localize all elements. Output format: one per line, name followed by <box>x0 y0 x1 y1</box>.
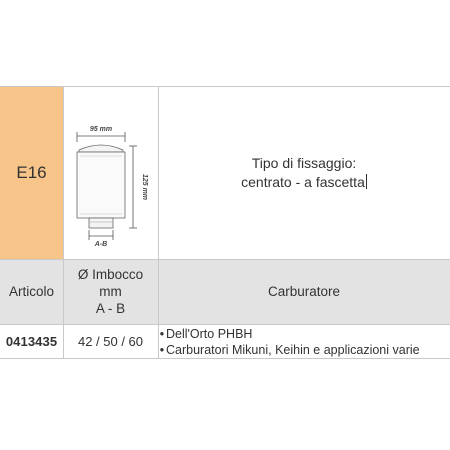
list-item: • Dell'Orto PHBH <box>160 326 420 342</box>
carburetor-list: • Dell'Orto PHBH • Carburatori Mikuni, K… <box>160 326 420 358</box>
header-imbocco-unit: mm <box>99 284 122 299</box>
grid-line <box>158 86 159 359</box>
product-code: E16 <box>16 162 47 182</box>
header-articolo-label: Articolo <box>8 284 54 299</box>
grid-line <box>0 259 450 260</box>
inlet-sizes: 42 / 50 / 60 <box>77 334 144 349</box>
height-label: 125 mm <box>141 174 148 200</box>
filter-neck <box>88 217 114 229</box>
fixing-type-cell: Tipo di fissaggio: centrato - a fascetta <box>158 86 450 259</box>
filter-technical-drawing: 95 mm A-B 125 mm <box>76 126 148 248</box>
filter-body <box>76 151 126 219</box>
header-imbocco-label: Ø Imbocco <box>77 267 144 282</box>
grid-line <box>0 86 450 87</box>
header-imbocco: Ø Imbocco mm A - B <box>63 259 158 324</box>
carburetor-item-1: Dell'Orto PHBH <box>166 326 253 341</box>
header-articolo: Articolo <box>0 259 63 324</box>
grid-line <box>63 86 64 359</box>
list-item: • Carburatori Mikuni, Keihin e applicazi… <box>160 342 420 358</box>
inlet-label: A-B <box>94 241 107 248</box>
fixing-type-value-row: centrato - a fascetta <box>241 173 367 192</box>
table-row-articolo: 0413435 <box>0 324 63 359</box>
grid-line <box>0 358 450 359</box>
width-label: 95 mm <box>90 126 112 133</box>
bullet-icon: • <box>159 326 165 341</box>
filter-drawing-cell: 95 mm A-B 125 mm <box>63 86 158 259</box>
bullet-icon: • <box>159 342 165 357</box>
fixing-type-value: centrato - a fascetta <box>241 173 365 190</box>
header-carburatore-label: Carburatore <box>267 284 341 299</box>
product-table: E16 95 mm A-B 125 mm <box>0 86 450 359</box>
table-row-carburatori: • Dell'Orto PHBH • Carburatori Mikuni, K… <box>158 324 450 359</box>
filter-cap <box>78 144 124 153</box>
article-number: 0413435 <box>5 334 58 349</box>
carburetor-item-2: Carburatori Mikuni, Keihin e applicazion… <box>166 342 420 357</box>
header-carburatore: Carburatore <box>158 259 450 324</box>
header-imbocco-ab: A - B <box>95 301 126 316</box>
fixing-type-title: Tipo di fissaggio: <box>251 154 357 171</box>
product-code-cell: E16 <box>0 86 63 259</box>
table-row-imbocco: 42 / 50 / 60 <box>63 324 158 359</box>
grid-line <box>0 324 450 325</box>
text-cursor <box>365 173 367 189</box>
